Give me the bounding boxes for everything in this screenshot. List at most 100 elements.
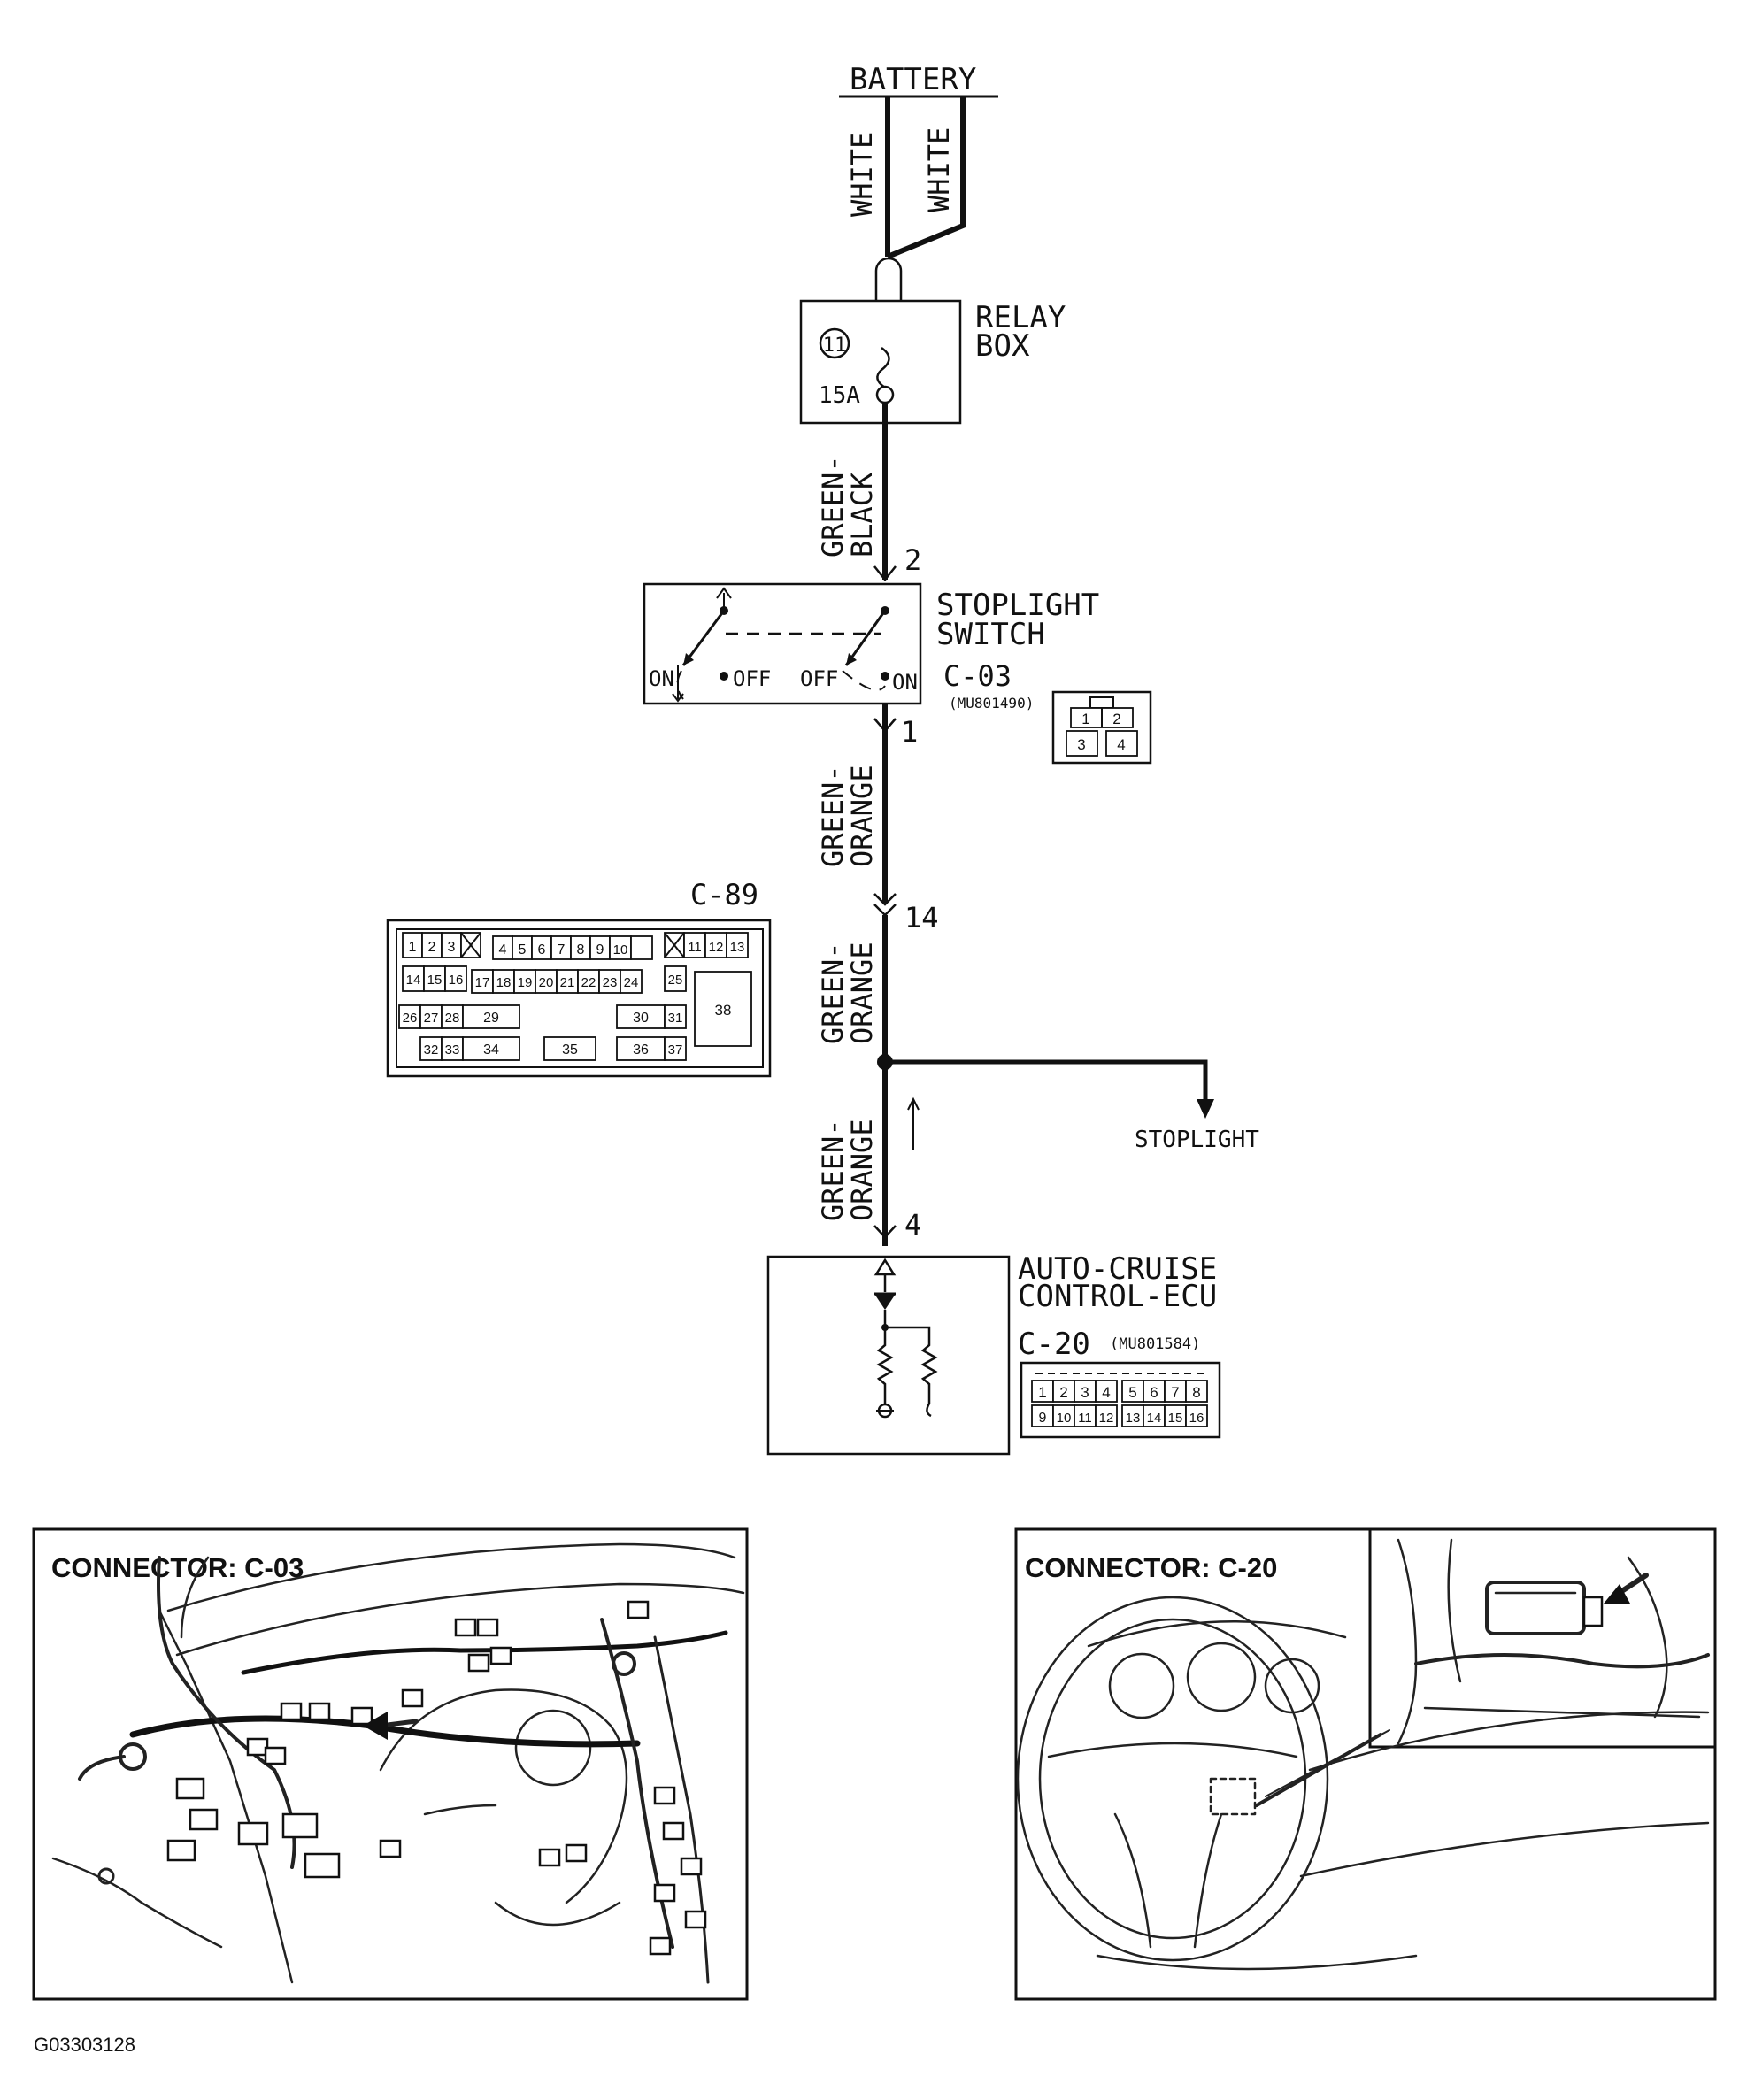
c89-pin: 14 <box>406 973 421 988</box>
c89-pin: 4 <box>499 942 507 958</box>
wire-white-left-label: WHITE <box>845 132 879 217</box>
c03-connector-face: 1 2 3 4 <box>1051 690 1152 765</box>
c89-row2: 14 15 16 17 18 19 20 21 22 23 24 25 <box>402 965 687 994</box>
wire-go2-line1: GREEN- <box>816 942 850 1044</box>
c89-pin-38: 38 <box>715 1002 732 1019</box>
c89-pin: 34 <box>483 1042 499 1058</box>
c20-pin: 11 <box>1078 1411 1092 1426</box>
figure-code: G03303128 <box>34 2034 135 2056</box>
wire-green-black-line2: BLACK <box>845 472 879 558</box>
battery: BATTERY <box>839 62 998 98</box>
c89-pin-14: 14 <box>904 901 939 935</box>
c89-pin: 28 <box>445 1011 460 1026</box>
wire-go2-line2: ORANGE <box>845 942 879 1044</box>
c89-pin: 22 <box>581 975 596 990</box>
ecu-label-1: AUTO-CRUISE <box>1018 1251 1217 1287</box>
relay-box-label-1: RELAY <box>975 300 1066 335</box>
c89-pin: 11 <box>688 940 702 955</box>
c20-connector-face: 1 2 3 4 5 6 7 8 9 10 11 12 13 14 15 16 <box>1020 1361 1221 1439</box>
battery-label: BATTERY <box>850 62 976 97</box>
panel-right-title: CONNECTOR: C-20 <box>1025 1552 1277 1583</box>
switch-pin-2: 2 <box>904 543 921 577</box>
stoplight-switch: ON OFF OFF ON STOPLIGHT SWITCH C-03 (MU8… <box>643 582 1099 712</box>
pointer-arrow-icon <box>363 1712 388 1740</box>
c03-pin-2: 2 <box>1112 711 1120 727</box>
c89-pin: 36 <box>633 1042 649 1058</box>
c89-pin: 33 <box>445 1042 460 1058</box>
c89-pin: 21 <box>560 975 575 990</box>
stoplight-arrow-icon <box>1197 1099 1214 1119</box>
c20-label: C-20 <box>1018 1327 1090 1362</box>
c89-pin: 27 <box>424 1011 439 1026</box>
panel-left-title: CONNECTOR: C-03 <box>51 1552 304 1583</box>
connector-c20-illustration: CONNECTOR: C-20 <box>1014 1527 1717 2001</box>
c20-row1: 1 2 3 4 5 6 7 8 <box>1031 1380 1208 1403</box>
c20-part-number: (MU801584) <box>1110 1335 1200 1353</box>
c20-pin: 3 <box>1081 1384 1089 1401</box>
stoplight-branch: STOPLIGHT <box>877 1054 1259 1153</box>
c89-pin: 7 <box>558 942 566 958</box>
resistor-icon <box>885 1326 938 1418</box>
wire-go3-line1: GREEN- <box>816 1119 850 1221</box>
c89-pin: 9 <box>596 942 604 958</box>
c20-pin: 1 <box>1038 1384 1046 1401</box>
fuse-number-circle <box>819 327 850 359</box>
c03-pin-1: 1 <box>1081 711 1089 727</box>
c20-pin: 10 <box>1057 1411 1072 1426</box>
wire-white: WHITE WHITE <box>845 96 966 259</box>
c03-part-number: (MU801490) <box>949 695 1034 712</box>
c89-row4: 32 33 34 35 36 37 <box>419 1036 687 1061</box>
c20-pin: 12 <box>1099 1411 1114 1426</box>
resistor-icon <box>876 1327 894 1405</box>
diode-icon <box>874 1294 896 1310</box>
c89-pin: 8 <box>577 942 585 958</box>
c89-pin: 13 <box>730 940 745 955</box>
c20-pin: 9 <box>1039 1411 1047 1426</box>
wire-white-right-label: WHITE <box>922 127 956 212</box>
c03-pin-4: 4 <box>1117 736 1125 753</box>
switch-label-2: SWITCH <box>936 617 1045 652</box>
c89-pin: 26 <box>403 1011 418 1026</box>
c89-pin: 17 <box>475 975 490 990</box>
c89-pin: 31 <box>668 1011 683 1026</box>
c20-pin: 5 <box>1128 1384 1136 1401</box>
wire-green-orange-3: GREEN- ORANGE 4 <box>816 1062 921 1246</box>
c20-pin: 6 <box>1150 1384 1158 1401</box>
relay-box: 11 15A RELAY BOX <box>799 299 1066 425</box>
c89-row3: 26 27 28 29 30 31 <box>398 1004 687 1029</box>
auto-cruise-ecu: AUTO-CRUISE CONTROL-ECU C-20 (MU801584) <box>766 1251 1217 1456</box>
stoplight-label: STOPLIGHT <box>1135 1127 1259 1153</box>
c20-pin: 4 <box>1102 1384 1110 1401</box>
c89-pin: 16 <box>449 973 464 988</box>
wire-go1-line2: ORANGE <box>845 765 879 867</box>
connector-c03-illustration: CONNECTOR: C-03 <box>32 1527 749 2001</box>
c89-row1: 1 2 3 4 5 6 7 8 9 10 11 12 13 <box>402 932 749 960</box>
current-direction-arrow-icon <box>907 1096 920 1111</box>
c89-pin: 37 <box>668 1042 683 1058</box>
c20-row2: 9 10 11 12 13 14 15 16 <box>1031 1404 1208 1427</box>
c89-pin: 10 <box>613 942 628 958</box>
wire-go1-line1: GREEN- <box>816 765 850 867</box>
wire-green-black: GREEN- BLACK 2 <box>816 403 921 582</box>
wire-green-black-line1: GREEN- <box>816 455 850 558</box>
c20-pin: 13 <box>1126 1411 1141 1426</box>
c89-pin: 32 <box>424 1042 439 1058</box>
switch-label-1: STOPLIGHT <box>936 588 1099 623</box>
c89-pin: 30 <box>633 1011 649 1026</box>
c89-pin: 18 <box>496 975 512 990</box>
c89-pin: 35 <box>562 1042 578 1058</box>
c89-pin: 2 <box>428 940 436 955</box>
pointer-arrow-icon <box>1604 1584 1630 1604</box>
c89-label: C-89 <box>690 878 758 912</box>
c89-pin: 25 <box>668 973 683 988</box>
c03-pin-3: 3 <box>1077 736 1085 753</box>
fuse-element-icon <box>876 346 890 389</box>
switch-off-left: OFF <box>733 666 771 691</box>
switch-pin-1: 1 <box>901 715 918 749</box>
c20-pin: 2 <box>1059 1384 1067 1401</box>
switch-on-left: ON <box>649 666 674 691</box>
c20-pin: 14 <box>1147 1411 1162 1426</box>
wire-green-orange-2: GREEN- ORANGE <box>816 915 888 1062</box>
switch-on-right: ON <box>892 670 918 695</box>
